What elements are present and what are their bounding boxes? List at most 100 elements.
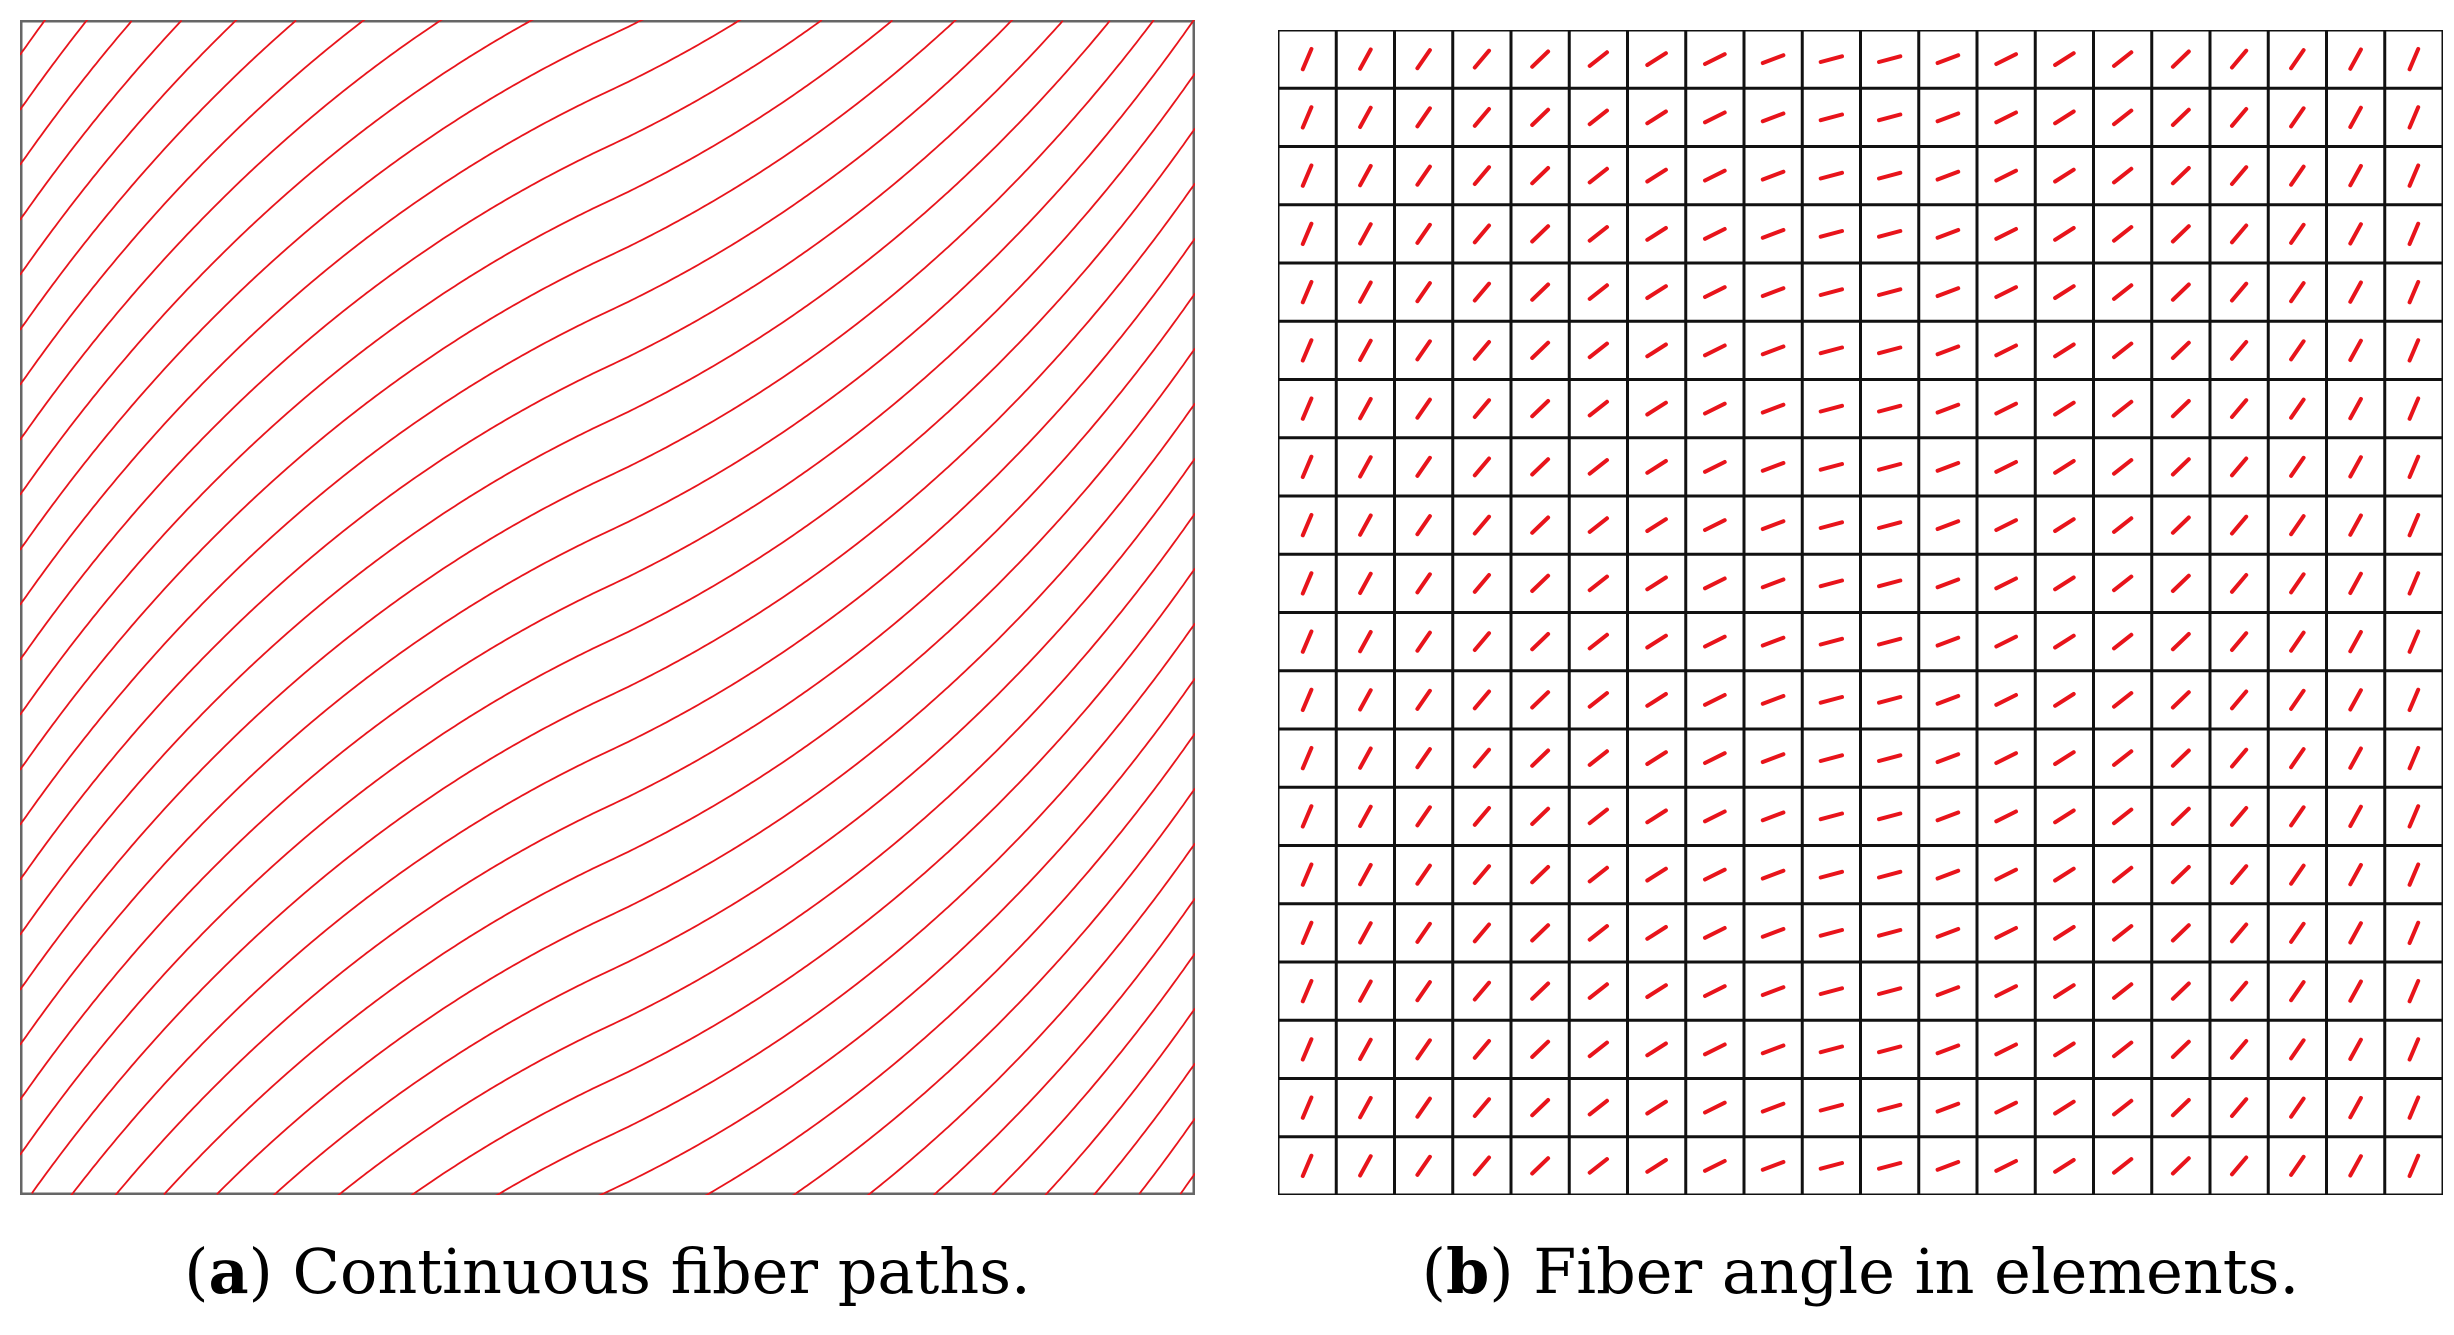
fiber-angle-mark xyxy=(1300,47,1314,72)
fiber-angle-mark xyxy=(1587,516,1609,534)
fiber-angle-mark xyxy=(1877,229,1903,239)
fiber-angle-mark xyxy=(1818,345,1844,356)
fiber-path xyxy=(272,457,1195,1195)
caption-a-label: a xyxy=(208,1235,249,1308)
fiber-angle-mark xyxy=(2348,513,2363,537)
fiber-angle-mark xyxy=(1645,633,1668,650)
fiber-angle-mark xyxy=(1645,750,1668,766)
fiber-angle-mark xyxy=(2170,282,2191,302)
fiber-angle-mark xyxy=(1818,753,1844,763)
fiber-path xyxy=(20,20,133,166)
fiber-path xyxy=(598,677,1195,1195)
fiber-angle-mark xyxy=(1472,107,1491,128)
fiber-angle-mark xyxy=(1877,170,1903,181)
fiber-angle-mark xyxy=(2289,688,2306,711)
fiber-angle-mark xyxy=(1703,1042,1727,1057)
fiber-angle-mark xyxy=(1818,229,1844,239)
fiber-angle-mark xyxy=(1760,694,1786,706)
fiber-angle-mark xyxy=(2230,864,2249,885)
fiber-angle-mark xyxy=(1415,1154,1432,1177)
fiber-angle-mark xyxy=(2112,399,2134,418)
fiber-path xyxy=(410,567,1195,1195)
fiber-angle-mark xyxy=(2170,1156,2191,1176)
fiber-path xyxy=(20,20,742,606)
fiber-angle-mark xyxy=(1472,223,1491,245)
fiber-angle-mark xyxy=(2348,1096,2363,1120)
fiber-path xyxy=(337,512,1195,1195)
fiber-angle-mark xyxy=(1760,402,1786,415)
fiber-angle-mark xyxy=(2053,226,2076,242)
fiber-angle-mark xyxy=(2348,863,2363,887)
fiber-angle-mark xyxy=(1877,811,1903,822)
fiber-angle-mark xyxy=(2170,49,2191,69)
fiber-angle-mark xyxy=(2230,340,2249,361)
fiber-angle-mark xyxy=(2112,341,2134,360)
fiber-angle-mark xyxy=(1994,984,2018,998)
fiber-angle-mark xyxy=(2053,1099,2076,1116)
fiber-angle-mark xyxy=(1818,170,1844,181)
fiber-angle-mark xyxy=(2407,280,2421,305)
fiber-angle-mark xyxy=(2289,1154,2306,1177)
fiber-angle-mark xyxy=(1415,863,1432,886)
fiber-angle-mark xyxy=(1935,694,1961,706)
fiber-angle-mark xyxy=(2170,981,2191,1001)
fiber-angle-mark xyxy=(2053,284,2076,300)
fiber-angle-mark xyxy=(1587,924,1609,942)
fiber-path xyxy=(20,20,1195,1046)
fiber-angle-mark xyxy=(2230,573,2249,594)
fiber-angle-mark xyxy=(1994,460,2018,474)
fiber-angle-mark xyxy=(1935,169,1961,182)
fiber-path xyxy=(704,732,1195,1195)
fiber-angle-mark xyxy=(1587,1157,1609,1175)
fiber-angle-mark xyxy=(2230,398,2249,419)
fiber-angle-mark xyxy=(1587,50,1609,68)
fiber-angle-mark xyxy=(2170,515,2191,535)
fiber-angle-mark xyxy=(1358,222,1373,246)
fiber-angle-mark xyxy=(1472,922,1491,944)
fiber-angle-mark xyxy=(1530,923,1551,943)
fiber-angle-mark xyxy=(2289,106,2306,129)
fiber-angle-mark xyxy=(1994,518,2018,532)
fiber-angle-mark xyxy=(2053,633,2076,650)
fiber-angle-mark xyxy=(2407,629,2421,654)
fiber-angle-mark xyxy=(1645,692,1668,708)
fiber-angle-mark xyxy=(2170,457,2191,477)
fiber-angle-mark xyxy=(1587,982,1609,1000)
fiber-angle-mark xyxy=(1300,513,1314,538)
fiber-angle-mark xyxy=(1818,1044,1844,1055)
fiber-angle-mark xyxy=(1703,634,1727,649)
fiber-angle-mark xyxy=(2407,163,2421,188)
fiber-angle-mark xyxy=(1703,576,1727,591)
fiber-path xyxy=(20,20,534,496)
fiber-angle-mark xyxy=(1818,54,1844,64)
fiber-angle-mark xyxy=(1703,343,1727,358)
fiber-angle-mark xyxy=(2170,573,2191,593)
fiber-angle-mark xyxy=(2348,47,2363,71)
fiber-angle-mark xyxy=(2348,455,2363,479)
fiber-angle-mark xyxy=(2112,225,2134,243)
fiber-angle-mark xyxy=(2170,399,2191,419)
fiber-path xyxy=(932,897,1195,1195)
fiber-angle-mark xyxy=(1818,287,1844,297)
fiber-angle-mark xyxy=(2112,749,2134,767)
fiber-angle-mark xyxy=(1300,1095,1314,1120)
fiber-angle-mark xyxy=(2348,222,2363,246)
fiber-angle-mark xyxy=(1645,925,1668,941)
fiber-angle-mark xyxy=(1645,109,1668,126)
fiber-angle-mark xyxy=(1935,228,1961,240)
fiber-angle-mark xyxy=(1935,868,1961,881)
fiber-angle-mark xyxy=(2112,691,2134,709)
fiber-angle-mark xyxy=(2230,689,2249,711)
fiber-angle-mark xyxy=(2348,164,2363,188)
fiber-angle-mark xyxy=(1530,1156,1551,1176)
fiber-angle-mark xyxy=(2407,105,2421,130)
element-grid xyxy=(1278,30,2443,1195)
fiber-angle-mark xyxy=(1415,747,1432,770)
fiber-angle-mark xyxy=(1530,166,1551,186)
fiber-path xyxy=(20,20,366,386)
fiber-angle-mark xyxy=(1587,574,1609,593)
fiber-path xyxy=(1179,1172,1195,1195)
fiber-angle-mark xyxy=(1994,926,2018,940)
caption-a: (a) Continuous fiber paths. xyxy=(184,1235,1031,1308)
fiber-path xyxy=(20,20,89,111)
